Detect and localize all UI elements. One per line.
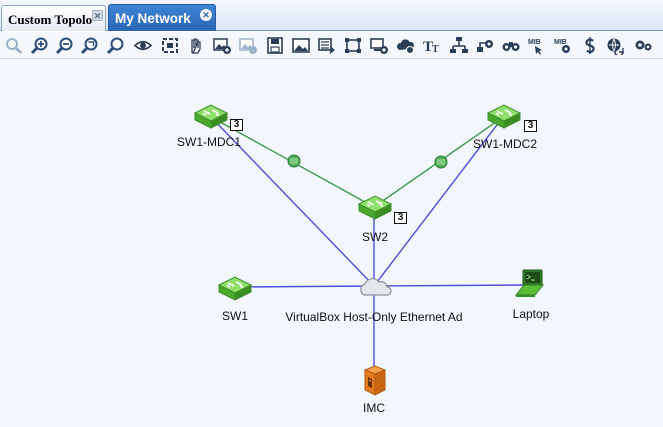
settings-gears-icon[interactable]	[633, 36, 653, 55]
zoom-out-icon[interactable]	[55, 36, 75, 55]
cloud-virtualbox-host-only[interactable]	[357, 276, 393, 298]
switch-sw1-mdc1[interactable]	[193, 99, 229, 129]
zoom-reset-icon[interactable]	[80, 36, 100, 55]
zoom-in-icon[interactable]	[30, 36, 50, 55]
link-marker-left	[287, 154, 301, 168]
imc-label: IMC	[363, 401, 385, 415]
laptop-icon	[514, 269, 545, 297]
tab-my-network-close-icon[interactable]: ✕	[200, 9, 212, 21]
mib-browser-icon[interactable]: MIB	[527, 36, 547, 55]
svg-text:T: T	[432, 44, 439, 55]
laptop-node[interactable]	[514, 268, 548, 300]
tab-custom-topology-label: Custom Topolo	[8, 12, 93, 27]
imc-server-node[interactable]	[362, 364, 388, 396]
device-list-icon[interactable]	[317, 36, 337, 55]
add-link-icon[interactable]	[449, 36, 469, 55]
add-image-icon[interactable]	[212, 36, 232, 55]
tab-my-network[interactable]: My Network ✕	[108, 4, 216, 31]
link-laptop-cloud	[373, 284, 530, 287]
switch-icon	[486, 104, 522, 129]
topology-canvas[interactable]: 3 SW1-MDC1 3 SW1-MDC2 3 SW2	[0, 60, 663, 427]
eye-icon[interactable]	[133, 36, 153, 55]
link-sw1-mdc1-cloud	[210, 116, 375, 287]
link-sw1-cloud	[234, 285, 375, 288]
server-icon	[363, 365, 387, 396]
sw1-mdc2-label: SW1-MDC2	[472, 137, 538, 151]
laptop-label: Laptop	[512, 307, 550, 321]
select-frame-icon[interactable]	[160, 36, 180, 55]
add-device-icon[interactable]	[369, 36, 389, 55]
sw1-mdc2-member-count-badge: 3	[524, 120, 537, 132]
search-icon[interactable]	[106, 36, 126, 55]
refresh-globe-icon[interactable]	[606, 36, 626, 55]
zoom-fit-icon[interactable]	[4, 36, 24, 55]
switch-sw2[interactable]	[357, 190, 393, 220]
link-marker-right	[434, 155, 448, 169]
tab-custom-topology[interactable]: Custom Topolo ✕	[1, 5, 106, 31]
cloud-icon[interactable]	[396, 36, 416, 55]
sw1-mdc1-member-count-badge: 3	[230, 119, 243, 131]
save-icon[interactable]	[265, 36, 285, 55]
svg-text:MIB: MIB	[528, 39, 541, 46]
topology-links	[210, 116, 530, 378]
hand-pan-icon[interactable]	[186, 36, 206, 55]
tab-my-network-label: My Network	[115, 11, 191, 26]
tab-bar: Custom Topolo ✕ My Network ✕	[0, 0, 663, 31]
binoculars-icon[interactable]	[501, 36, 521, 55]
cloud-icon	[360, 278, 392, 296]
sw1-mdc1-label: SW1-MDC1	[176, 135, 242, 149]
switch-sw1-mdc2[interactable]	[486, 99, 522, 129]
tab-custom-topology-close-icon[interactable]: ✕	[92, 10, 103, 21]
svg-text:MIB: MIB	[554, 39, 567, 46]
sw2-label: SW2	[361, 230, 389, 244]
node-layout-icon[interactable]	[343, 36, 363, 55]
dollar-icon[interactable]	[580, 36, 600, 55]
background-image-icon[interactable]	[291, 36, 311, 55]
switch-icon	[217, 276, 253, 301]
svg-text:T: T	[423, 39, 433, 55]
link-sw1-mdc2-cloud	[373, 116, 504, 287]
remove-image-icon[interactable]	[238, 36, 258, 55]
switch-sw1[interactable]	[217, 271, 253, 301]
link-settings-icon[interactable]	[475, 36, 495, 55]
mib-settings-icon[interactable]: MIB	[553, 36, 573, 55]
switch-icon	[357, 195, 393, 220]
sw2-member-count-badge: 3	[394, 212, 407, 224]
cloud-label: VirtualBox Host-Only Ethernet Ad	[285, 310, 463, 324]
sw1-label: SW1	[221, 309, 249, 323]
switch-icon	[193, 104, 229, 129]
